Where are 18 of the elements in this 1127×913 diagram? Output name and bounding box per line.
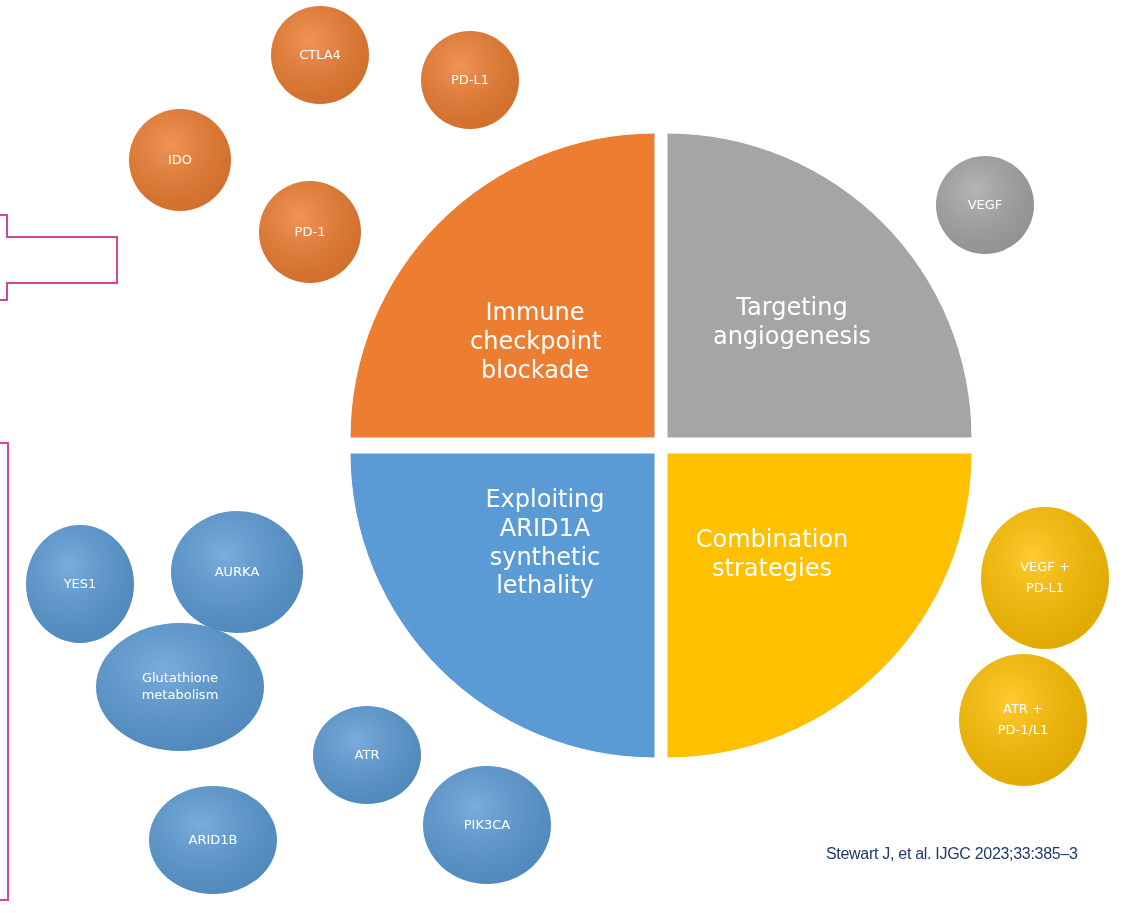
- target-label: PIK3CA: [462, 816, 512, 834]
- target-label: ATR: [353, 746, 381, 764]
- target-label: CTLA4: [298, 46, 342, 64]
- target-label: VEGF + PD-L1: [1019, 558, 1071, 597]
- target-label: PD-L1: [449, 71, 491, 89]
- target-label: YES1: [62, 575, 98, 593]
- target-label: IDO: [166, 151, 194, 169]
- target-label: Glutathione metabolism: [140, 670, 220, 704]
- segment-title: Exploiting ARID1A synthetic lethality: [484, 485, 606, 601]
- citation: Stewart J, et al. IJGC 2023;33:385–3: [826, 845, 1078, 863]
- target-label: ARID1B: [187, 831, 239, 849]
- target-label: VEGF: [966, 196, 1004, 214]
- segment-title: Targeting angiogenesis: [711, 293, 873, 351]
- segment-title: Immune checkpoint blockade: [470, 298, 600, 385]
- target-label: PD-1: [293, 223, 327, 241]
- segment-title: Combination strategies: [694, 525, 850, 583]
- target-label: ATR + PD-1/L1: [996, 700, 1050, 739]
- target-label: AURKA: [213, 563, 261, 581]
